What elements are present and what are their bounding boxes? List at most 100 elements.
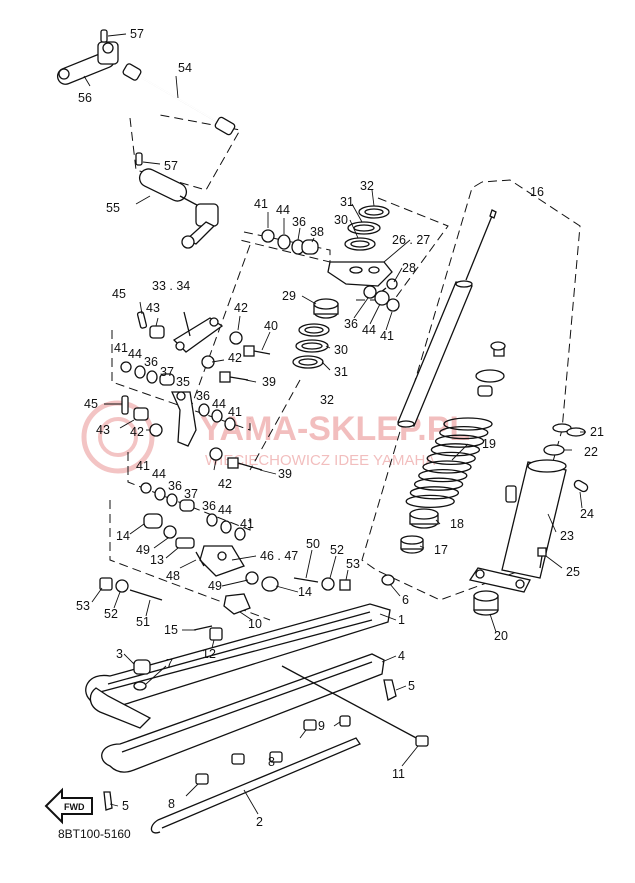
callout-36: 36 xyxy=(292,215,306,229)
callout-25: 25 xyxy=(566,565,580,579)
part-43-bushing-2 xyxy=(133,407,149,421)
part-53-nut xyxy=(339,579,351,591)
callout-44-b: 44 xyxy=(362,323,376,337)
callout-36-f: 36 xyxy=(202,499,216,513)
callout-41-d: 41 xyxy=(228,405,242,419)
part-39-bolt-2 xyxy=(227,457,263,471)
callout-1: 1 xyxy=(398,613,405,627)
part-25-bolt xyxy=(537,547,547,569)
part-6-washer xyxy=(381,574,395,586)
part-57-pin xyxy=(100,29,108,43)
callout-49: 49 xyxy=(136,543,150,557)
callout-36-e: 36 xyxy=(168,479,182,493)
spring-coil xyxy=(418,468,468,483)
part-7-washer xyxy=(133,681,147,691)
watermark: YAMA-SKLEP.PL WIECIECHOWICZ IDEE YAMAHA xyxy=(81,400,470,474)
outline-row-3 xyxy=(109,500,271,621)
washers-36-44-41 xyxy=(363,285,400,312)
leader-lines xyxy=(83,33,586,815)
part-49-washer xyxy=(163,525,177,539)
part-49-14-b xyxy=(245,571,279,592)
callout-23: 23 xyxy=(560,529,574,543)
part-20-bushing xyxy=(473,590,499,616)
callout-28: 28 xyxy=(402,261,416,275)
row-41-44-36-37-b xyxy=(140,482,195,512)
callout-16: 16 xyxy=(530,185,544,199)
outline-arm-55 xyxy=(129,114,241,191)
washer-row-top xyxy=(261,229,319,255)
callout-17: 17 xyxy=(434,543,448,557)
callout-41: 41 xyxy=(254,197,268,211)
callout-14: 14 xyxy=(116,529,130,543)
callout-18: 18 xyxy=(450,517,464,531)
callout-26-27: 26 . 27 xyxy=(392,233,430,247)
callout-41-e: 41 xyxy=(136,459,150,473)
callout-15: 15 xyxy=(164,623,178,637)
outline-stem-2 xyxy=(249,379,301,471)
callout-10: 10 xyxy=(248,617,262,631)
part-5-bolt-b xyxy=(103,791,113,811)
part-11-bolt xyxy=(281,665,429,747)
part-16-shock xyxy=(397,209,497,428)
fwd-arrow-icon: FWD xyxy=(44,787,93,825)
callout-54: 54 xyxy=(178,61,192,75)
part-13-spacer xyxy=(175,537,195,549)
callout-49-b: 49 xyxy=(208,579,222,593)
spring-coil xyxy=(422,460,472,474)
callout-42: 42 xyxy=(234,301,248,315)
part-17-seat xyxy=(400,535,424,554)
row-36-44-41 xyxy=(198,403,236,431)
part-15-screw xyxy=(193,625,213,631)
callout-8: 8 xyxy=(268,755,275,769)
parts-53-52-51-left xyxy=(99,577,163,601)
watermark-logo-inner xyxy=(98,417,138,457)
part-42-washer xyxy=(201,331,243,369)
part-12-nut xyxy=(209,627,223,641)
callout-31-b: 31 xyxy=(334,365,348,379)
part-45-pin-2 xyxy=(121,395,129,415)
callout-57-b: 57 xyxy=(164,159,178,173)
callout-11: 11 xyxy=(392,767,405,781)
spring-coil xyxy=(405,494,455,509)
callout-12: 12 xyxy=(202,647,216,661)
part-14-collar xyxy=(143,513,163,529)
callout-3: 3 xyxy=(116,647,123,661)
callout-44-d: 44 xyxy=(212,397,226,411)
callout-55: 55 xyxy=(106,201,120,215)
shock-top-parts xyxy=(475,341,506,397)
callout-4: 4 xyxy=(398,649,405,663)
part-55-arm xyxy=(138,168,219,249)
callout-2: 2 xyxy=(256,815,263,829)
part-26-27-bracket xyxy=(327,261,393,287)
watermark-subtext: WIECIECHOWICZ IDEE YAMAHA xyxy=(205,452,435,469)
callout-29: 29 xyxy=(282,289,296,303)
part-1-ski xyxy=(85,603,391,729)
spring-coil xyxy=(430,443,481,457)
spring-coil xyxy=(409,486,460,500)
callout-6: 6 xyxy=(402,593,409,607)
part-39-bolt xyxy=(219,371,249,383)
callout-53-b: 53 xyxy=(76,599,90,613)
watermark-logo-ring xyxy=(81,400,155,474)
part-40-bolt xyxy=(243,345,271,357)
callout-21: 21 xyxy=(590,425,604,439)
callout-24: 24 xyxy=(580,507,594,521)
callout-50: 50 xyxy=(306,537,320,551)
callout-36-d: 36 xyxy=(196,389,210,403)
callout-42-b: 42 xyxy=(228,351,242,365)
callout-32-b: 32 xyxy=(320,393,334,407)
spring-coil xyxy=(439,425,489,440)
callout-52-b: 52 xyxy=(104,607,118,621)
callout-44-e: 44 xyxy=(152,467,166,481)
part-19-spring xyxy=(405,417,493,509)
callout-20: 20 xyxy=(494,629,508,643)
spring-coil xyxy=(434,434,485,448)
callout-42-c: 42 xyxy=(130,425,144,439)
ring-stack-lower xyxy=(292,323,330,369)
callout-5: 5 xyxy=(408,679,415,693)
callout-56: 56 xyxy=(78,91,92,105)
part-24-clip xyxy=(573,479,589,493)
callout-30-b: 30 xyxy=(334,343,348,357)
row-41-44-36-37 xyxy=(120,361,175,386)
callout-22: 22 xyxy=(584,445,598,459)
